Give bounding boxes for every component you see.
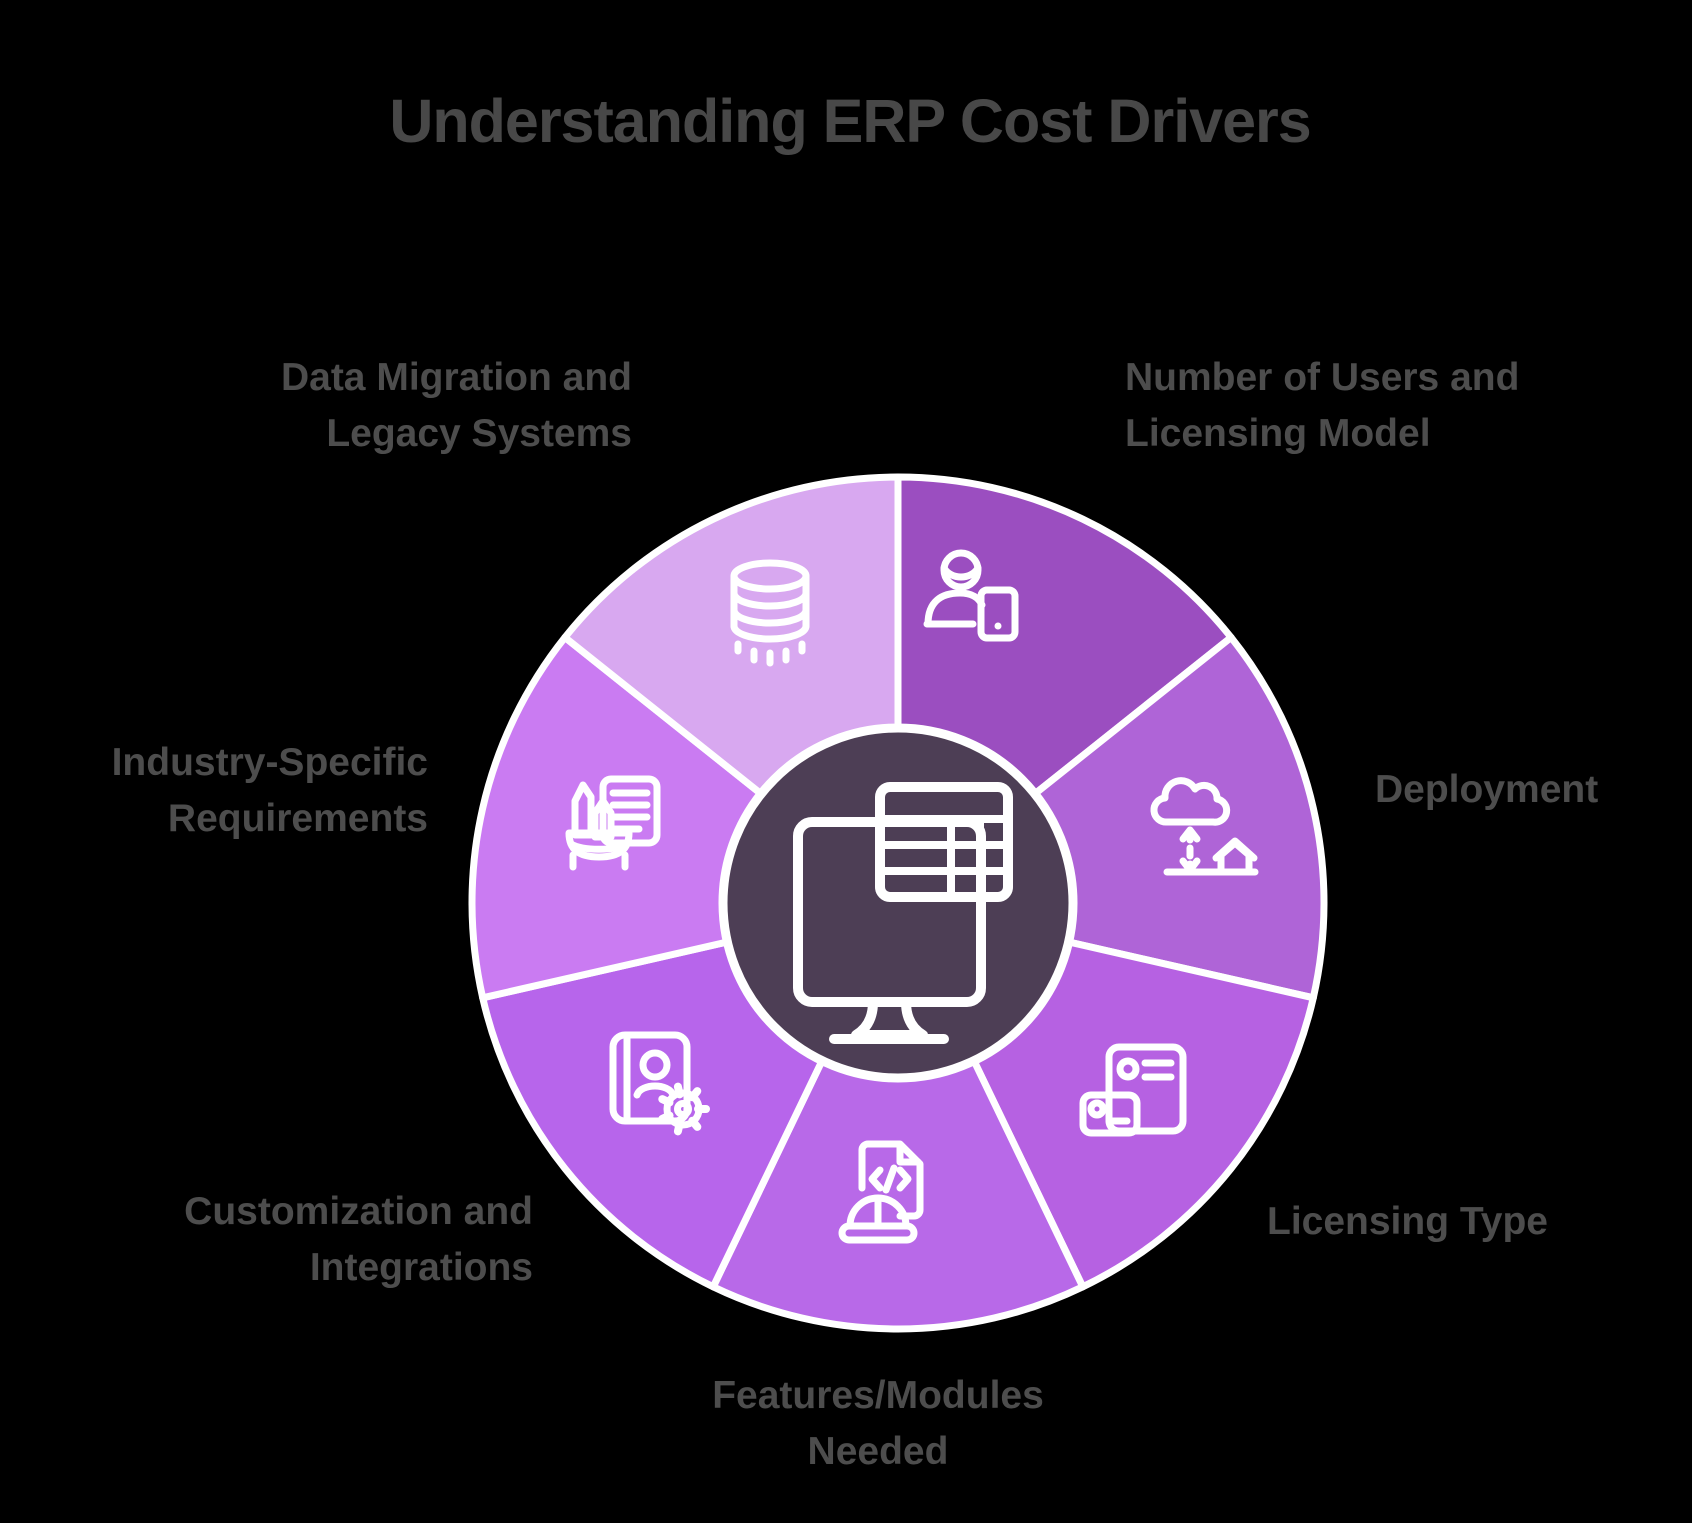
erp-monitor-spreadsheet-icon bbox=[793, 782, 1013, 1044]
label-data-migration: Data Migration and Legacy Systems bbox=[280, 356, 632, 455]
database-migration-icon bbox=[730, 559, 810, 667]
page-title: Understanding ERP Cost Drivers bbox=[389, 87, 1311, 155]
wheel-hub bbox=[718, 723, 1078, 1083]
label-licensing-type: Licensing Type bbox=[1267, 1200, 1548, 1243]
industry-tools-doc-icon bbox=[565, 775, 661, 871]
label-industry-specific: Industry-Specific Requirements bbox=[111, 741, 428, 840]
label-features-modules: Features/Modules Needed bbox=[712, 1374, 1044, 1473]
wheel-segment-features bbox=[709, 899, 1087, 1333]
label-number-of-users: Number of Users and Licensing Model bbox=[1125, 356, 1520, 455]
label-deployment: Deployment bbox=[1375, 768, 1599, 811]
cloud-onpremise-icon bbox=[1150, 777, 1259, 876]
label-customization: Customization and Integrations bbox=[184, 1190, 533, 1289]
user-device-icon bbox=[923, 549, 1019, 642]
book-gear-icon bbox=[609, 1031, 710, 1136]
license-cards-icon bbox=[1079, 1043, 1187, 1137]
worker-code-icon bbox=[838, 1140, 924, 1244]
